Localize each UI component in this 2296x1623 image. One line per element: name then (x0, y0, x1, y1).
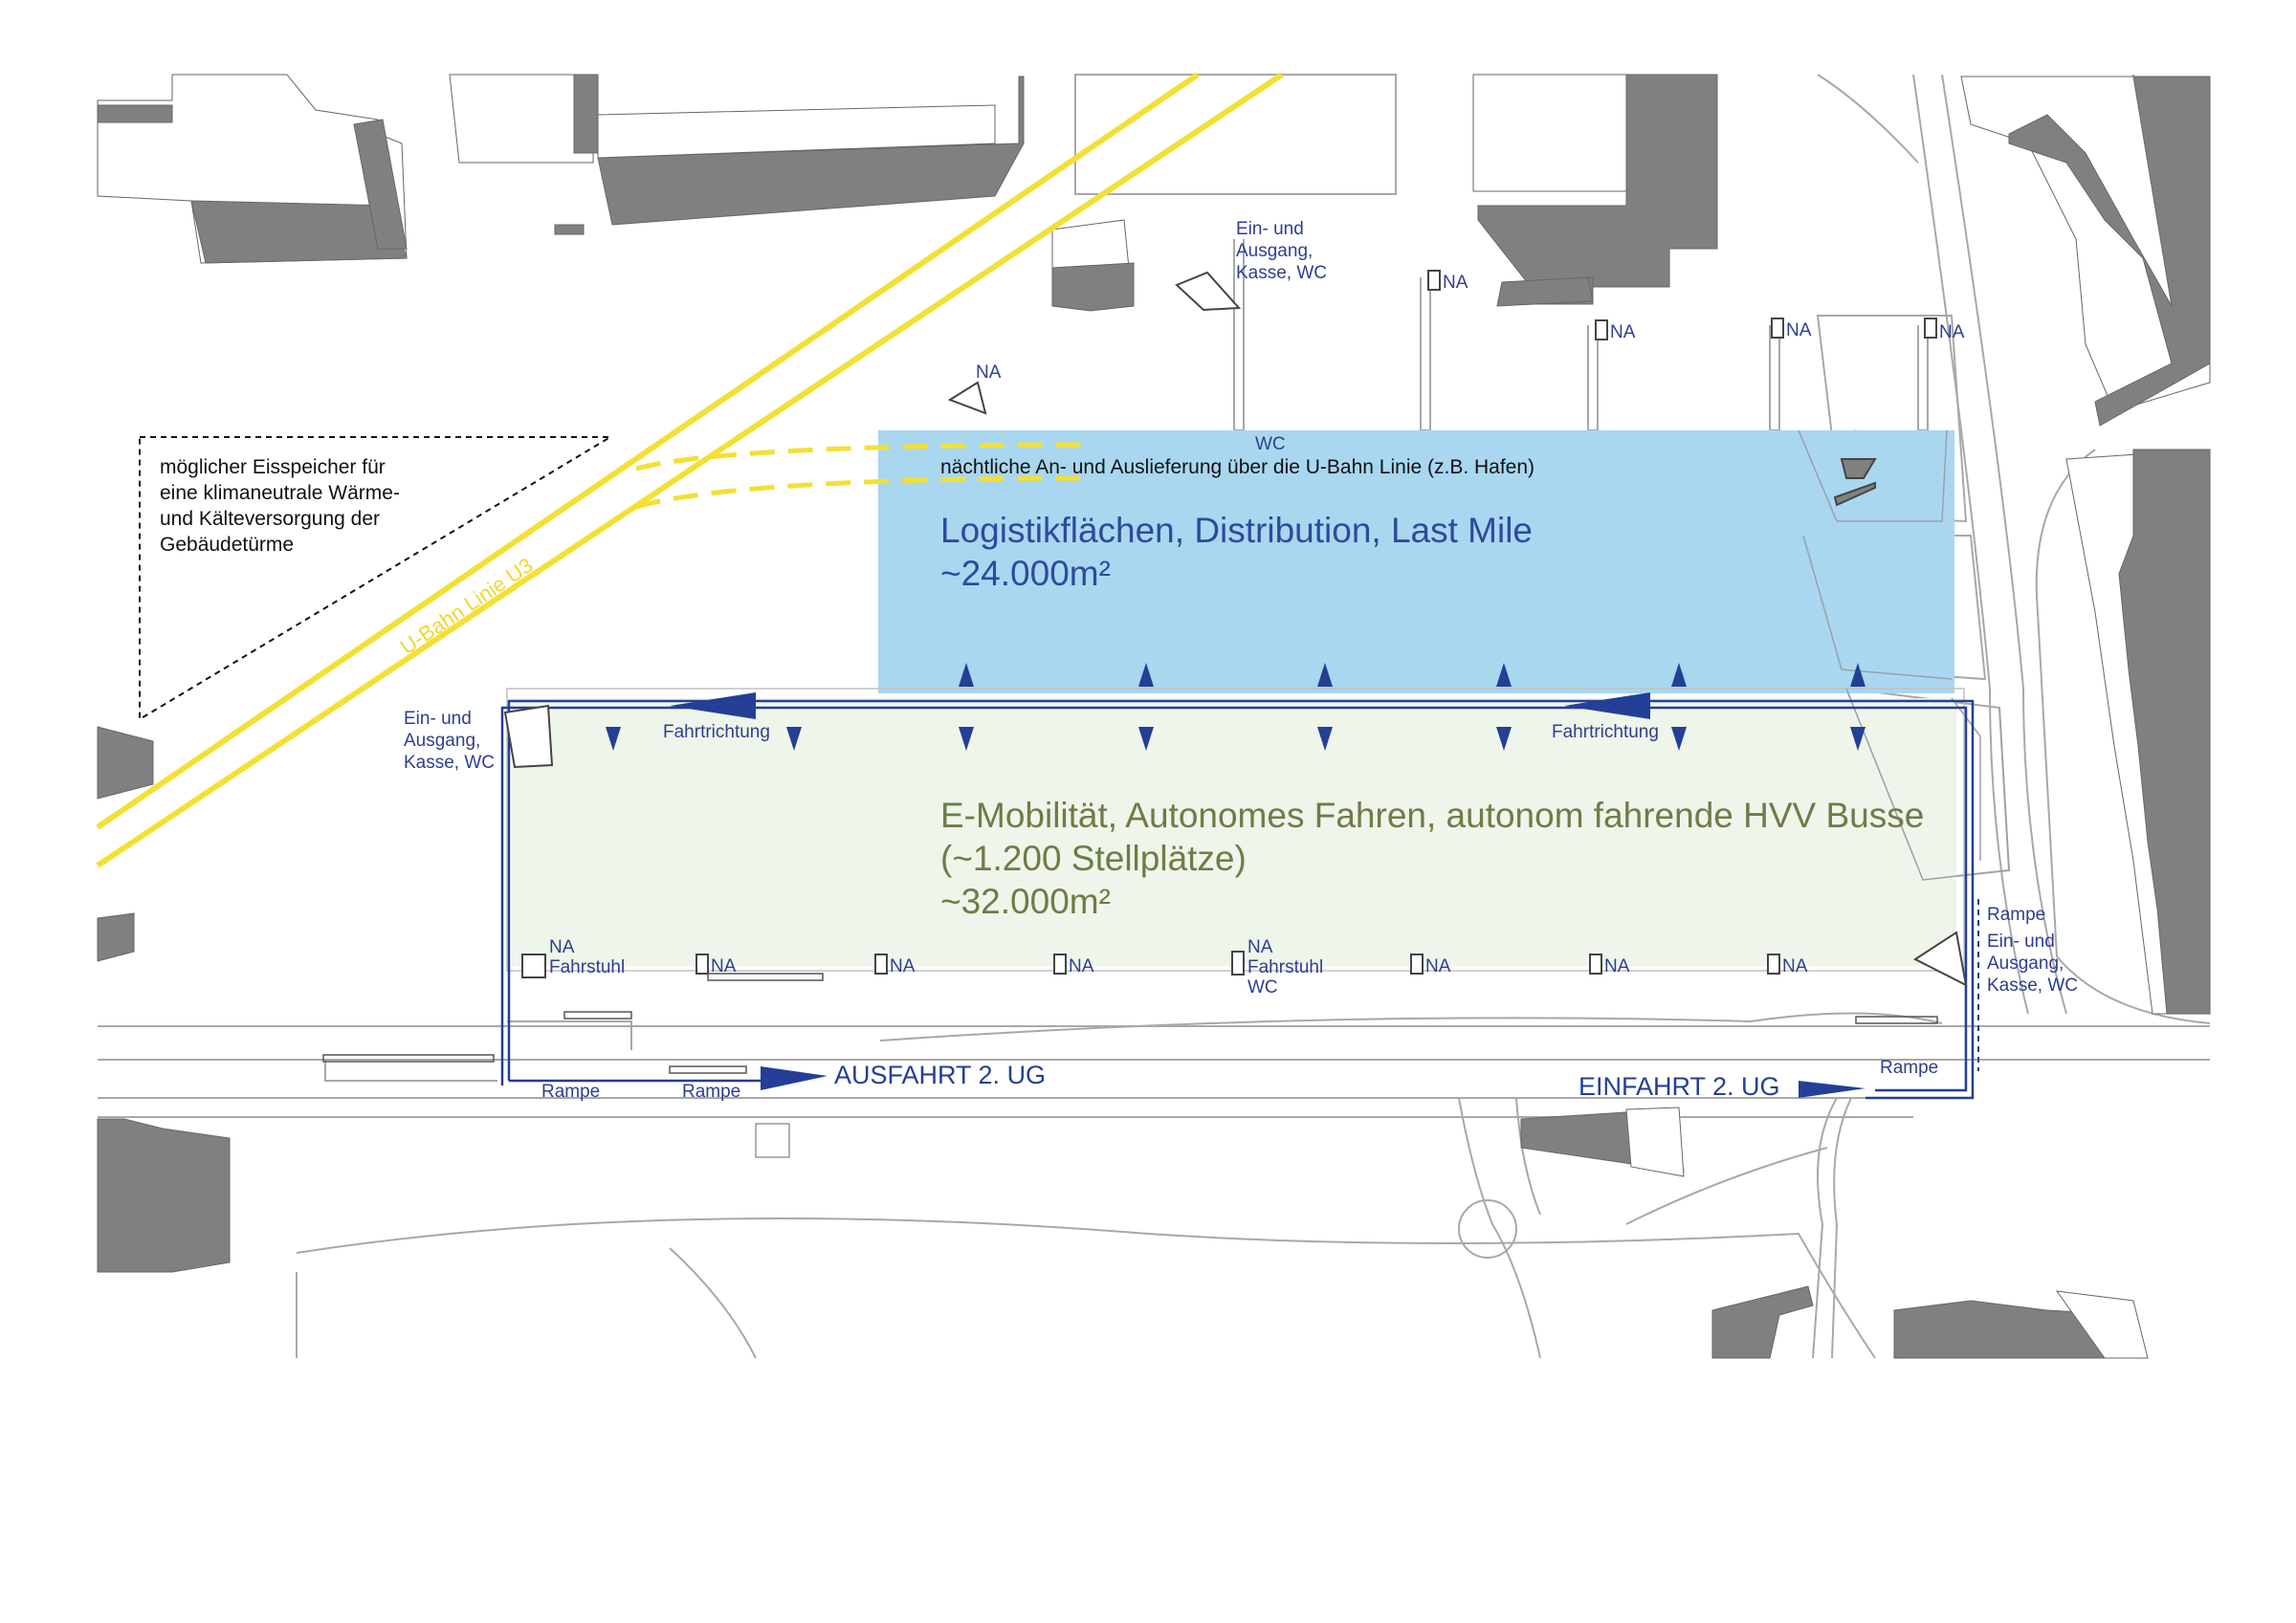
svg-text:Ein- und: Ein- und (404, 709, 472, 729)
stair-structure-plaza-2 (1833, 481, 1876, 507)
svg-text:Ausgang,: Ausgang, (404, 731, 480, 751)
entrance-structure-west (503, 704, 554, 769)
svg-text:Kasse, WC: Kasse, WC (1236, 263, 1327, 283)
emobility-title: E-Mobilität, Autonomes Fahren, autonom f… (940, 796, 1924, 835)
traffic-loop (500, 699, 1975, 1100)
na-label: NA (1939, 322, 1965, 342)
stair-structure-plaza (1840, 458, 1877, 479)
na-label: NA (711, 956, 737, 976)
wc-label-north: WC (1255, 434, 1286, 454)
logistics-title: Logistikflächen, Distribution, Last Mile (940, 511, 1533, 550)
subway-line-u3 (96, 72, 1284, 868)
svg-text:Ausgang,: Ausgang, (1987, 954, 2064, 974)
entry-arrow (1799, 1081, 1866, 1098)
svg-text:Ein- und: Ein- und (1987, 932, 2055, 952)
wc-label: WC (1247, 977, 1278, 998)
emobility-zone (512, 698, 1956, 966)
svg-text:Kasse, WC: Kasse, WC (404, 753, 495, 773)
ramp-label: Rampe (1987, 905, 2045, 925)
na-label: NA (890, 956, 916, 976)
ramp-label: Rampe (541, 1082, 600, 1102)
na-label: NA (549, 937, 575, 957)
direction-arrow-left-2 (1564, 692, 1650, 719)
emobility-area: ~32.000m² (940, 882, 1111, 921)
direction-label-2: Fahrtrichtung (1552, 722, 1659, 742)
entrance-label-west: Ein- und Ausgang, Kasse, WC (404, 709, 495, 773)
entry-label: EINFAHRT 2. UG (1578, 1072, 1780, 1101)
emobility-capacity: (~1.200 Stellplätze) (940, 839, 1247, 878)
na-label: NA (1247, 937, 1273, 957)
exchange-arrows (606, 663, 1866, 751)
na-label: NA (1786, 320, 1812, 340)
direction-label-1: Fahrtrichtung (663, 722, 770, 742)
na-label: NA (1443, 273, 1468, 293)
ice-storage-boundary (139, 436, 614, 721)
entrance-label-east: Ein- und Ausgang, Kasse, WC (1987, 932, 2078, 996)
na-label: NA (1610, 322, 1636, 342)
direction-arrows (670, 692, 1866, 1098)
night-delivery-note: nächtliche An- und Auslieferung über die… (940, 456, 1534, 478)
svg-text:Kasse, WC: Kasse, WC (1987, 976, 2078, 996)
na-structure-north (947, 381, 987, 415)
na-label: NA (1069, 956, 1094, 976)
entrance-structure-north (1175, 271, 1242, 312)
svg-text:Ausgang,: Ausgang, (1236, 241, 1313, 261)
exit-label: AUSFAHRT 2. UG (834, 1061, 1046, 1089)
ice-storage-note-line-2: eine klimaneutrale Wärme- (160, 482, 400, 504)
logistics-area: ~24.000m² (940, 554, 1111, 593)
night-delivery-path (635, 442, 1092, 510)
na-label: NA (1425, 956, 1451, 976)
direction-arrow-left-1 (670, 692, 756, 719)
na-label: NA (1782, 956, 1808, 976)
small-structures (503, 270, 1968, 987)
logistics-zone (878, 430, 1954, 693)
ice-storage-note-line-4: Gebäudetürme (160, 534, 294, 556)
elevator-label: Fahrstuhl (549, 957, 625, 977)
ramps (322, 973, 1938, 1074)
ice-storage-note-line-1: möglicher Eisspeicher für (160, 456, 386, 478)
ramp-label: Rampe (1880, 1058, 1938, 1078)
elevator-label: Fahrstuhl (1247, 957, 1323, 977)
na-label: NA (976, 362, 1002, 383)
entrance-structure-east (1913, 931, 1968, 987)
entrance-label-north: Ein- und Ausgang, Kasse, WC (1236, 219, 1327, 283)
ice-storage-note-line-3: und Kälteversorgung der (160, 508, 380, 530)
exit-arrow (761, 1066, 828, 1090)
svg-text:Ein- und: Ein- und (1236, 219, 1304, 239)
ramp-label: Rampe (682, 1082, 740, 1102)
na-label: NA (1604, 956, 1630, 976)
